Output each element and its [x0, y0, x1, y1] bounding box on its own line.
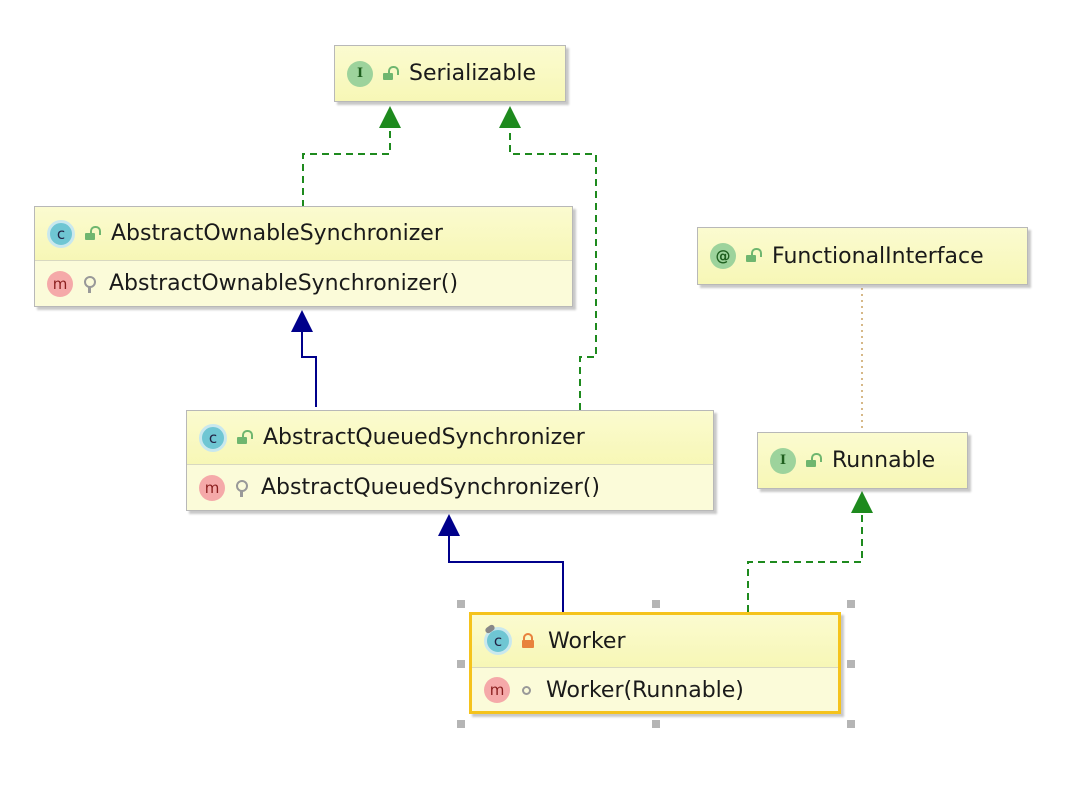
resize-handle-right[interactable] [847, 660, 855, 668]
node-title: AbstractQueuedSynchronizer [263, 425, 585, 450]
resize-handle-top[interactable] [652, 600, 660, 608]
annotation-icon: @ [710, 243, 736, 269]
protected-key-icon [81, 275, 97, 293]
interface-icon: I [347, 60, 373, 87]
edge-aos-implements-serializable [302, 106, 401, 207]
resize-handle-bottom-right[interactable] [847, 720, 855, 728]
edge-aqs-extends-aos [291, 310, 317, 407]
node-functional-interface[interactable]: @ FunctionalInterface [697, 227, 1028, 285]
edge-aqs-implements-serializable [499, 106, 597, 410]
public-lock-icon [381, 66, 397, 82]
resize-handle-bottom[interactable] [652, 720, 660, 728]
edge-worker-implements-runnable [747, 491, 873, 612]
public-lock-icon [744, 248, 760, 264]
node-abstract-queued-synchronizer[interactable]: c AbstractQueuedSynchronizer m AbstractQ… [186, 410, 714, 511]
interface-icon: I [770, 447, 796, 474]
final-class-icon: c [484, 623, 512, 655]
node-abstract-ownable-synchronizer[interactable]: c AbstractOwnableSynchronizer m Abstract… [34, 206, 573, 307]
node-worker[interactable]: c Worker m Worker(Runnable) [469, 612, 841, 714]
protected-key-icon [233, 479, 249, 497]
node-title: AbstractOwnableSynchronizer [111, 221, 443, 246]
node-title: FunctionalInterface [772, 243, 984, 269]
member-label: AbstractQueuedSynchronizer() [261, 475, 600, 500]
member-label: AbstractOwnableSynchronizer() [109, 271, 459, 296]
abstract-class-icon: c [199, 423, 227, 452]
node-title: Worker [548, 628, 626, 654]
public-lock-icon [83, 226, 99, 242]
node-title: Runnable [832, 448, 936, 473]
public-lock-icon [235, 430, 251, 446]
resize-handle-top-right[interactable] [847, 600, 855, 608]
method-icon: m [484, 677, 510, 703]
edge-worker-extends-aqs [438, 514, 564, 612]
node-title: Serializable [409, 61, 537, 86]
abstract-class-icon: c [47, 219, 75, 248]
resize-handle-bottom-left[interactable] [457, 720, 465, 728]
resize-handle-top-left[interactable] [457, 600, 465, 608]
node-serializable[interactable]: I Serializable [334, 45, 566, 102]
member-label: Worker(Runnable) [546, 677, 744, 703]
public-lock-icon [804, 453, 820, 469]
resize-handle-left[interactable] [457, 660, 465, 668]
method-icon: m [199, 474, 225, 501]
node-runnable[interactable]: I Runnable [757, 432, 968, 489]
method-icon: m [47, 270, 73, 297]
package-private-icon [518, 682, 534, 698]
private-lock-icon [520, 633, 536, 649]
